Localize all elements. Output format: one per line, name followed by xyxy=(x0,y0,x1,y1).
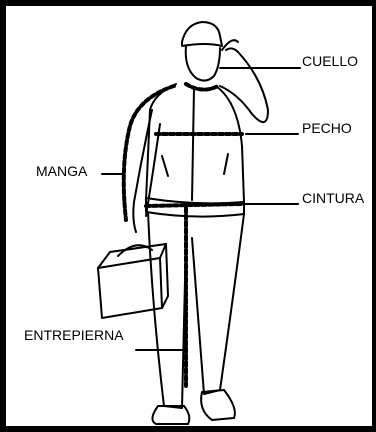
chest-label: PECHO xyxy=(302,121,352,135)
inseam-label: ENTREPIERNA xyxy=(24,328,124,342)
head xyxy=(186,46,220,81)
left-shoe xyxy=(152,406,189,424)
right-shoe xyxy=(201,390,235,420)
cap-icon xyxy=(182,22,222,46)
right-leg xyxy=(192,214,244,394)
waist-measure-line xyxy=(146,204,242,206)
waist-label: CINTURA xyxy=(302,191,364,205)
toolbox-icon xyxy=(98,244,168,318)
sleeve-label: MANGA xyxy=(36,164,87,178)
neck-label: CUELLO xyxy=(302,54,358,68)
worker-coverall-figure xyxy=(6,6,376,432)
raised-arm xyxy=(220,48,268,122)
neck-measure-line xyxy=(186,84,218,90)
